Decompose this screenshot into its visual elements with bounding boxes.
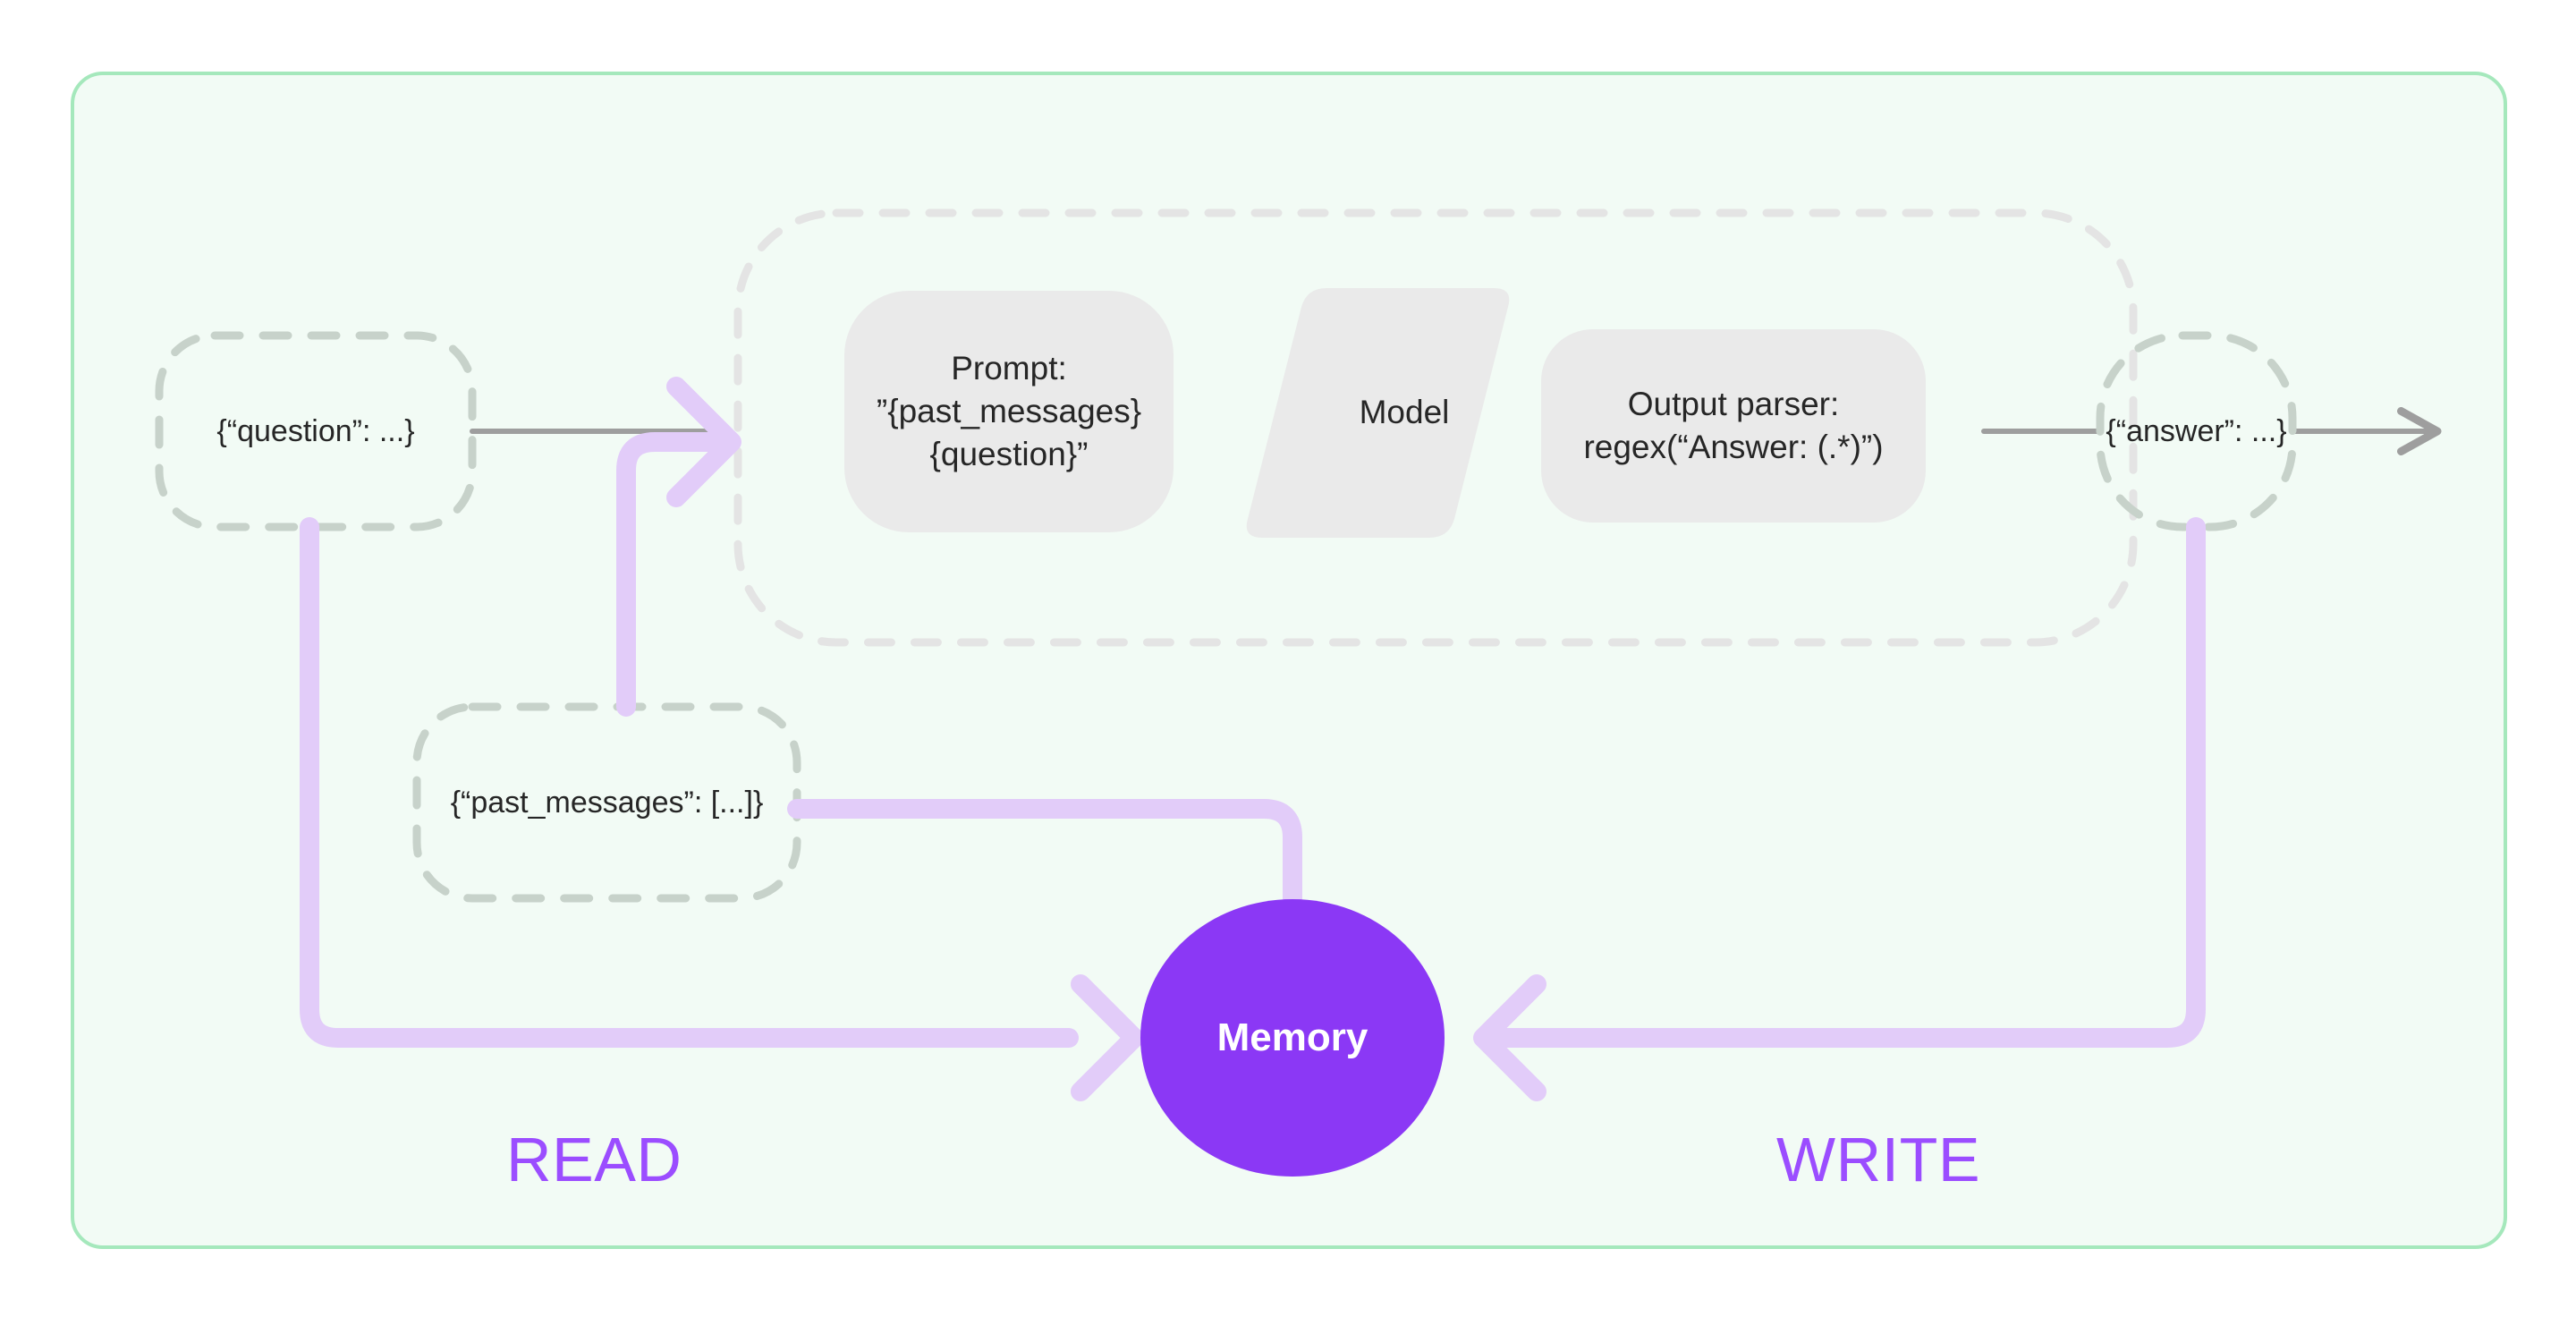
read-flow-memory-to-past-messages xyxy=(787,799,1302,936)
chain-input-arrowhead xyxy=(666,377,741,507)
read-flow-past-messages-to-chain xyxy=(616,432,725,717)
component-output-parser[interactable] xyxy=(1541,329,1926,523)
chain-group-outline xyxy=(733,208,2138,647)
component-model[interactable] xyxy=(1246,288,1510,538)
read-flow-question-to-memory xyxy=(300,517,1079,1048)
write-flow-arrowhead xyxy=(1473,974,1546,1101)
memory-node[interactable] xyxy=(1140,899,1445,1177)
io-node-answer[interactable] xyxy=(2096,331,2297,531)
read-flow-arrowhead xyxy=(1071,974,1144,1101)
component-prompt[interactable] xyxy=(844,291,1174,532)
write-flow-answer-to-memory xyxy=(1486,517,2206,1048)
